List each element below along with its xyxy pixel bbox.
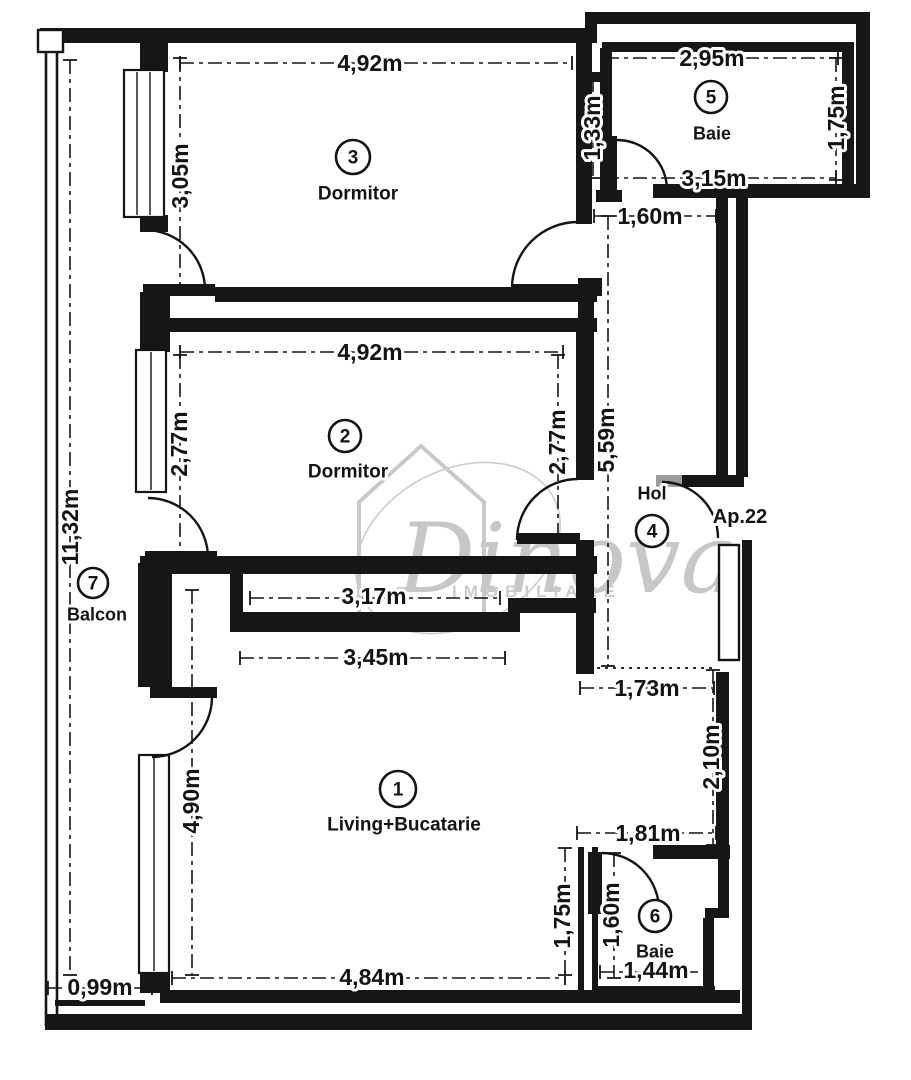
room-number: 3 <box>348 148 359 169</box>
dim-label: 2,77m <box>544 409 570 474</box>
room-number-badge <box>693 79 729 115</box>
dim-baie5-depth: 1,75m <box>820 57 852 181</box>
dim-baie6-top: 1,81m <box>576 817 717 849</box>
dim-label: 3,17m <box>341 583 406 609</box>
dim-label: 4,90m <box>178 768 204 833</box>
room-number-badge <box>637 898 673 934</box>
room-number-badge <box>634 513 670 549</box>
dim-label: 3,15m <box>681 165 746 191</box>
room-label-hol: Hol 4 <box>634 480 670 549</box>
room-number: 4 <box>647 522 658 543</box>
dim-recess-bottom: 3,45m <box>239 641 506 673</box>
room-number-badge <box>327 418 363 454</box>
dim-dormitor2-depth-right: 2,77m <box>541 354 573 539</box>
dim-baie5-bottom: 3,15m <box>604 162 837 194</box>
window-living <box>137 753 171 975</box>
door-balcon-dormitor2 <box>145 496 217 562</box>
room-number: 7 <box>88 574 99 595</box>
room-number: 2 <box>340 427 351 448</box>
dim-dormitor2-width: 4,92m <box>179 336 564 368</box>
dim-niche: 1,33m <box>576 77 608 179</box>
watermark-subtitle: IMOBILIARE <box>452 582 622 601</box>
balcony-outer-wall <box>36 28 65 1028</box>
windows <box>122 68 171 975</box>
room-label-dormitor2: 2 Dormitor <box>305 418 392 486</box>
room-name: Balcon <box>67 604 127 624</box>
dim-dormitor3-depth: 3,05m <box>164 57 196 291</box>
dim-label: 2,77m <box>166 411 192 476</box>
dim-hol-top: 1,60m <box>593 200 717 232</box>
room-name: Living+Bucatarie <box>327 815 481 836</box>
dim-label: 4,84m <box>339 964 404 990</box>
dim-label: 4,92m <box>337 339 402 365</box>
balcony-corner-post <box>36 28 65 54</box>
dim-baie6-left: 1,75m <box>546 847 578 976</box>
dim-dormitor2-depth-left: 2,77m <box>163 354 195 555</box>
dim-label: 3,45m <box>343 644 408 670</box>
dim-label: 2,10m <box>698 724 724 789</box>
dim-label: 1,75m <box>823 85 849 150</box>
room-label-baie6: 6 Baie <box>633 898 677 964</box>
dim-label: 5,59m <box>593 407 619 472</box>
dimensions: 4,92m 3,05m 2,95m 1,75m 3,15m 1,33m 1,60… <box>47 42 852 1003</box>
room-label-baie5: 5 Baie <box>690 79 734 146</box>
dim-baie5-width: 2,95m <box>604 42 839 74</box>
dim-dormitor3-width: 4,92m <box>179 47 573 79</box>
dim-living-depth: 4,90m <box>175 589 207 976</box>
room-number-badge <box>378 769 418 809</box>
room-name: Baie <box>636 941 674 961</box>
dim-label: 4,92m <box>337 50 402 76</box>
dim-label: 3,05m <box>167 143 193 208</box>
door-balcon-living <box>150 687 217 759</box>
dim-label: 2,95m <box>679 45 744 71</box>
dim-label: 1,33m <box>579 95 605 160</box>
room-name: Baie <box>693 123 731 143</box>
dim-balcon-width: 0,99m <box>47 971 153 1003</box>
watermark-house-icon <box>357 443 486 612</box>
room-number: 5 <box>706 88 717 109</box>
door-hol-dormitor2 <box>515 477 580 544</box>
dim-label: 1,75m <box>549 883 575 948</box>
room-name: Dormitor <box>318 184 399 205</box>
door-balcon-dormitor3 <box>143 228 215 296</box>
room-label-balcon: 7 Balcon <box>64 566 130 627</box>
door-baie5 <box>604 136 669 196</box>
dim-label: 1,60m <box>598 882 624 947</box>
dim-label: 1,73m <box>614 675 679 701</box>
room-name: Hol <box>638 483 667 503</box>
dim-balcon-length: 11,32m <box>54 59 86 976</box>
door-entry-ap22 <box>661 480 741 662</box>
walls <box>40 12 870 1030</box>
room-label-dormitor3: 3 Dormitor <box>315 138 402 208</box>
dim-label: 11,32m <box>57 489 83 566</box>
room-number: 6 <box>650 907 661 928</box>
room-number: 1 <box>393 780 404 801</box>
apartment-label: Ap.22 <box>713 506 767 528</box>
window-dormitor3 <box>122 68 166 219</box>
dim-living-width: 4,84m <box>171 961 566 993</box>
room-name: Dormitor <box>308 462 389 483</box>
dim-label: 1,44m <box>623 957 688 983</box>
dim-recess-top: 3,17m <box>249 580 501 612</box>
dim-label: 0,99m <box>67 974 132 1000</box>
dim-label: 1,60m <box>617 203 682 229</box>
room-number-badge <box>334 138 372 176</box>
window-dormitor2 <box>134 348 168 494</box>
room-label-living: 1 Living+Bucatarie <box>324 769 484 839</box>
room-number-badge <box>76 566 110 600</box>
door-dormitor3-hol <box>510 220 579 296</box>
dim-passage: 1,73m <box>579 672 715 704</box>
dim-living-right: 2,10m <box>695 669 727 846</box>
room-labels: 3 Dormitor 2 Dormitor 1 Living+Bucatarie… <box>64 79 770 964</box>
dim-label: 1,81m <box>615 820 680 846</box>
dim-baie6-bottom: 1,44m <box>599 954 713 986</box>
dim-baie6-door: 1,60m <box>595 852 627 979</box>
dim-hol-length: 5,59m <box>590 215 622 667</box>
